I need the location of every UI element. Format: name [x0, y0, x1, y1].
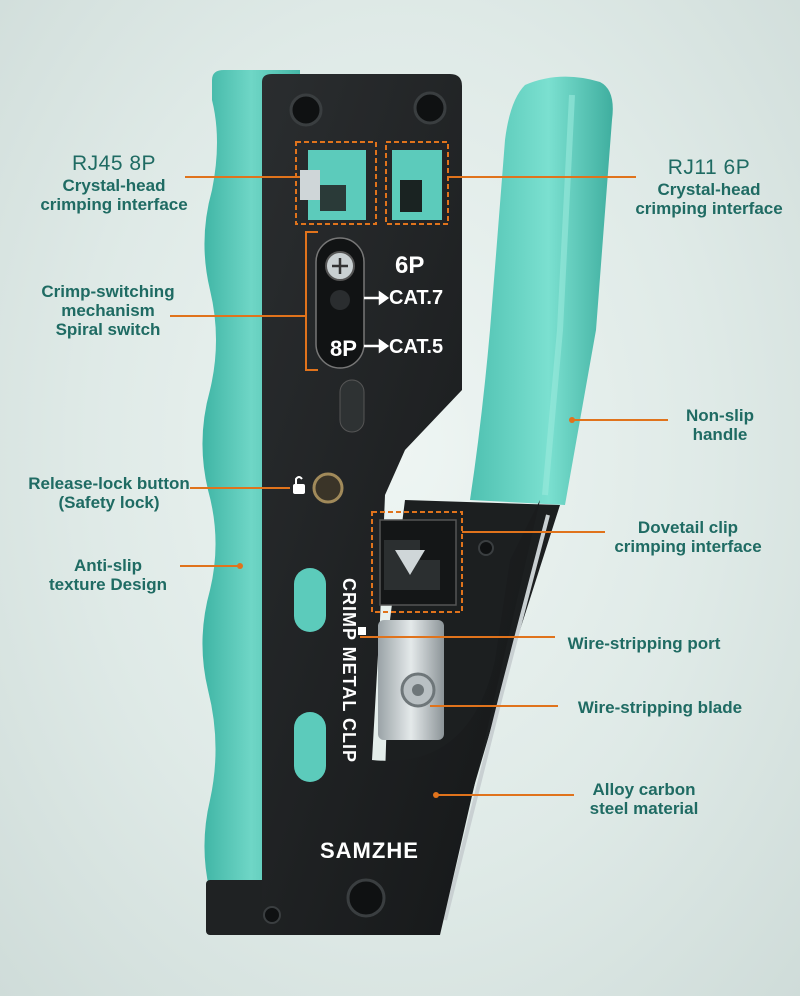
release-lock-button	[293, 472, 344, 504]
callout-non-slip-line1: Non-slip	[686, 406, 754, 425]
bolt-icon	[263, 91, 494, 924]
rj45-port	[295, 141, 377, 225]
callout-rj45-line1: Crystal-head	[62, 176, 166, 195]
callout-crimp-line2: mechanism	[61, 301, 155, 320]
callout-non-slip-line2: handle	[692, 425, 748, 444]
callout-dovetail-line1: Dovetail clip	[637, 518, 739, 537]
wire-stripping-area	[358, 620, 444, 740]
callout-rj11: RJ11 6P Crystal-head crimping interface	[622, 156, 796, 218]
brand-logo: SAMZHE	[320, 838, 419, 863]
callout-release-line1: Release-lock button	[28, 474, 190, 493]
callout-alloy-line1: Alloy carbon	[592, 780, 696, 799]
non-slip-handle	[470, 76, 613, 506]
dovetail-clip-jaw	[371, 511, 463, 613]
callout-crimp-line1: Crimp-switching	[41, 282, 175, 301]
callout-rj45-line2: crimping interface	[40, 195, 188, 214]
callout-release-line2: (Safety lock)	[58, 493, 160, 512]
callout-rj11-title: RJ11 6P	[667, 156, 751, 179]
callout-rj45-title: RJ45 8P	[71, 152, 157, 175]
callout-anti-slip-line2: texture Design	[48, 575, 168, 594]
callout-alloy: Alloy carbon steel material	[578, 780, 710, 818]
callout-anti-slip-line1: Anti-slip	[74, 556, 142, 575]
callout-crimp-switch: Crimp-switching mechanism Spiral switch	[28, 282, 188, 339]
callout-strip-blade: Wire-stripping blade	[566, 698, 754, 717]
callout-alloy-line2: steel material	[589, 799, 699, 818]
rj11-port	[385, 141, 449, 225]
callout-anti-slip: Anti-slip texture Design	[34, 556, 182, 594]
callout-strip-blade-line1: Wire-stripping blade	[577, 698, 743, 717]
callout-non-slip: Non-slip handle	[670, 406, 770, 444]
label-6p: 6P	[395, 252, 425, 279]
callout-dovetail: Dovetail clip crimping interface	[600, 518, 776, 556]
callout-rj45: RJ45 8P Crystal-head crimping interface	[34, 152, 194, 214]
callout-dovetail-line2: crimping interface	[614, 537, 762, 556]
callout-release-lock: Release-lock button (Safety lock)	[14, 474, 204, 512]
label-cat7: CAT.7	[389, 287, 444, 309]
leader-lines	[170, 176, 668, 796]
callout-strip-port-line1: Wire-stripping port	[567, 634, 721, 653]
label-cat5: CAT.5	[389, 336, 444, 358]
side-text: CRIMP METAL CLIP	[339, 578, 359, 764]
grip-pad	[294, 712, 326, 782]
callout-strip-port: Wire-stripping port	[558, 634, 730, 653]
callout-rj11-line1: Crystal-head	[657, 180, 761, 199]
label-8p: 8P	[330, 336, 357, 361]
grip-pad	[294, 568, 326, 632]
callout-rj11-line2: crimping interface	[635, 199, 783, 218]
callout-crimp-line3: Spiral switch	[55, 320, 161, 339]
spiral-switch	[315, 237, 365, 433]
